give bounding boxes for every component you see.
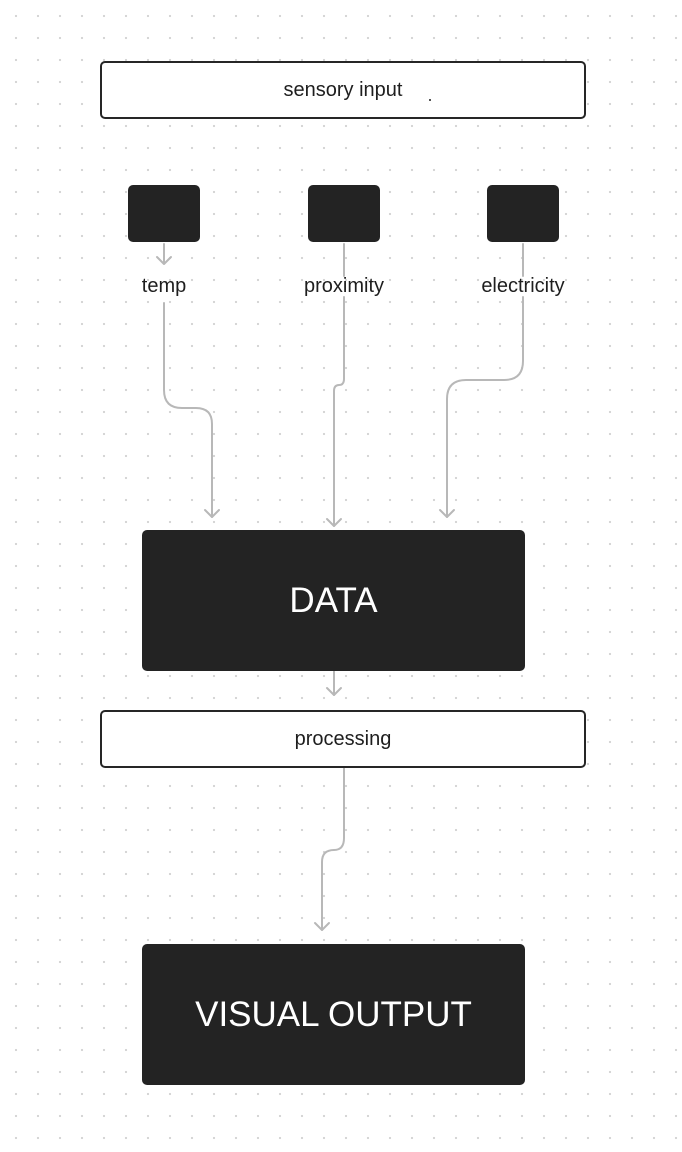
arrowhead-proximity-to-data: [326, 518, 342, 527]
temp-sensor-block: [128, 185, 200, 242]
arrowhead-temp-label: [156, 256, 172, 265]
electricity-sensor-block: [487, 185, 559, 242]
arrowhead-temp-to-data: [204, 509, 220, 518]
processing-label: processing: [294, 727, 392, 750]
proximity-sensor-block: [308, 185, 380, 242]
visual-output-label: VISUAL OUTPUT: [195, 994, 472, 1034]
connector-temp-to-data: [163, 302, 213, 518]
connector-electricity-to-data: [446, 243, 524, 518]
visual-output-block: VISUAL OUTPUT: [142, 944, 525, 1085]
sensory-input-box: sensory input: [100, 61, 586, 119]
electricity-label: electricity: [481, 275, 565, 297]
arrowhead-data-to-processing: [326, 687, 342, 696]
arrowhead-electricity-to-data: [439, 509, 455, 518]
data-block: DATA: [142, 530, 525, 671]
stray-dot-mark: [429, 99, 431, 101]
sensory-input-label: sensory input: [283, 78, 403, 101]
temp-label: temp: [141, 275, 187, 297]
connector-processing-to-output: [321, 767, 345, 931]
processing-box: processing: [100, 710, 586, 768]
proximity-label: proximity: [303, 275, 384, 297]
data-label: DATA: [289, 580, 378, 620]
connector-proximity-to-data: [333, 243, 345, 527]
arrowhead-processing-to-output: [314, 922, 330, 931]
